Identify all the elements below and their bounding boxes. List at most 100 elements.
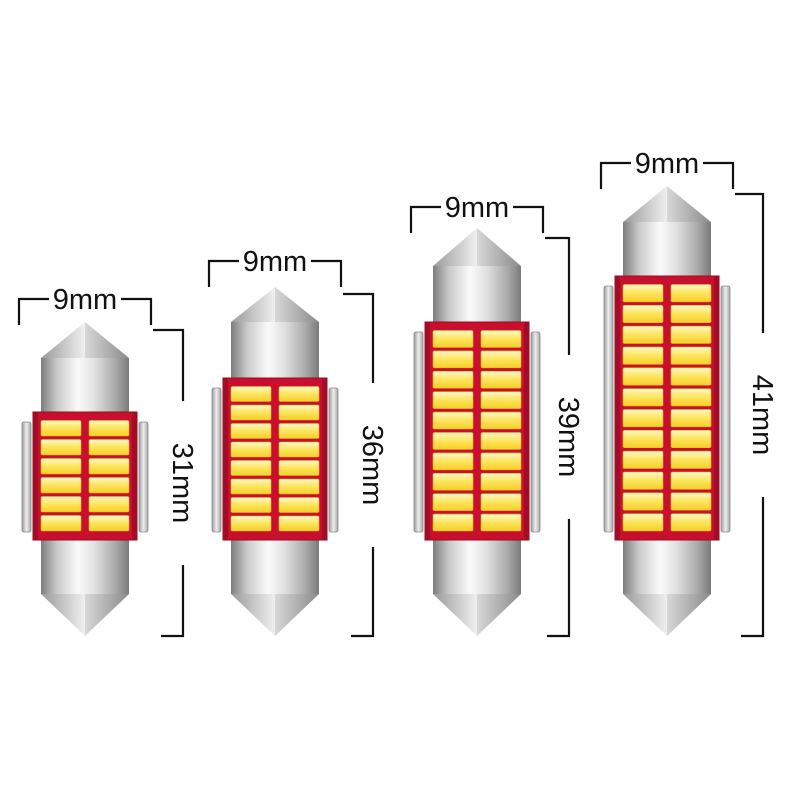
led-chip bbox=[670, 284, 712, 303]
width-bracket-left bbox=[409, 205, 441, 233]
bottom-tip-left bbox=[623, 594, 667, 636]
led-chip bbox=[622, 367, 664, 386]
led-chip bbox=[278, 460, 320, 476]
bottom-tip-left bbox=[433, 594, 477, 636]
width-bracket-left bbox=[207, 259, 239, 287]
led-chip bbox=[88, 515, 130, 532]
clip-left bbox=[21, 421, 32, 533]
led-chip bbox=[622, 284, 664, 303]
width-label: 9mm bbox=[243, 246, 307, 278]
length-bracket-bottom bbox=[161, 565, 185, 638]
led-chip bbox=[432, 472, 474, 491]
led-chip bbox=[670, 409, 712, 428]
led-chip bbox=[622, 325, 664, 344]
led-chip bbox=[480, 391, 522, 409]
width-bracket-left bbox=[17, 297, 49, 325]
width-bracket-right bbox=[513, 205, 545, 233]
length-bracket-bottom bbox=[547, 519, 571, 638]
led-chip bbox=[480, 350, 522, 369]
led-chip bbox=[670, 450, 712, 469]
led-chip bbox=[622, 305, 664, 323]
led-chip bbox=[40, 477, 82, 494]
clip-left bbox=[413, 331, 424, 533]
led-chip bbox=[622, 409, 664, 428]
top-cap bbox=[623, 222, 711, 280]
led-chip bbox=[622, 450, 664, 469]
clip-left bbox=[603, 285, 614, 533]
bottom-cap bbox=[41, 536, 129, 594]
led-chip bbox=[88, 439, 130, 456]
bottom-tip-left bbox=[41, 594, 85, 636]
led-chip bbox=[278, 515, 320, 532]
led-chip bbox=[88, 458, 130, 475]
length-bracket-bottom bbox=[741, 497, 765, 638]
top-tip-left bbox=[41, 322, 85, 358]
led-chip bbox=[278, 423, 320, 439]
led-chip bbox=[278, 386, 320, 402]
pcb-edge-left bbox=[223, 378, 228, 540]
led-chip bbox=[230, 404, 272, 421]
led-chip bbox=[40, 439, 82, 456]
clip-right bbox=[328, 387, 339, 533]
led-chip bbox=[670, 492, 712, 511]
led-chip bbox=[230, 515, 272, 532]
length-label: 31mm bbox=[166, 443, 198, 524]
clip-right bbox=[530, 331, 541, 533]
led-chip bbox=[432, 513, 474, 532]
led-chip bbox=[432, 370, 474, 389]
led-chip bbox=[622, 430, 664, 448]
led-chip bbox=[88, 496, 130, 513]
led-chip bbox=[230, 497, 272, 513]
width-bracket-right bbox=[703, 161, 735, 189]
width-label: 9mm bbox=[635, 148, 699, 180]
top-cap bbox=[433, 266, 521, 326]
led-chip bbox=[670, 325, 712, 344]
led-chip bbox=[480, 330, 522, 348]
clip-left bbox=[211, 387, 222, 533]
led-chip bbox=[480, 452, 522, 471]
led-chip bbox=[230, 478, 272, 495]
pcb-edge-right bbox=[322, 378, 327, 540]
bottom-tip-right bbox=[85, 594, 129, 636]
led-chip bbox=[480, 370, 522, 389]
led-chip bbox=[278, 478, 320, 495]
bottom-tip-right bbox=[477, 594, 521, 636]
led-chip bbox=[230, 386, 272, 402]
clip-right bbox=[138, 421, 149, 533]
top-tip-right bbox=[85, 322, 129, 358]
top-tip-left bbox=[433, 228, 477, 266]
led-chip bbox=[432, 350, 474, 369]
width-label: 9mm bbox=[53, 284, 117, 316]
led-chip bbox=[88, 477, 130, 494]
top-cap bbox=[41, 358, 129, 416]
led-chip bbox=[622, 346, 664, 365]
led-chip bbox=[670, 346, 712, 365]
festoon-bulb-3: 9mm 39mm bbox=[409, 192, 584, 638]
led-chip bbox=[40, 458, 82, 475]
width-label: 9mm bbox=[445, 192, 509, 224]
led-chip bbox=[278, 497, 320, 513]
led-chip bbox=[670, 513, 712, 532]
led-chip bbox=[40, 496, 82, 513]
bottom-tip-right bbox=[275, 594, 319, 636]
led-chip bbox=[432, 330, 474, 348]
width-bracket-left bbox=[599, 161, 631, 189]
top-cap bbox=[231, 322, 319, 382]
bottom-cap bbox=[433, 536, 521, 594]
bottom-tip-left bbox=[231, 594, 275, 636]
bottom-cap bbox=[231, 536, 319, 594]
led-chip bbox=[88, 420, 130, 437]
length-bracket-bottom bbox=[351, 547, 375, 638]
led-chip bbox=[278, 404, 320, 421]
top-tip-right bbox=[275, 287, 319, 322]
length-label: 39mm bbox=[552, 397, 584, 478]
length-label: 41mm bbox=[746, 375, 778, 456]
led-chip bbox=[230, 441, 272, 458]
pcb-edge-left bbox=[425, 322, 430, 540]
led-chip bbox=[480, 493, 522, 511]
pcb-edge-right bbox=[714, 276, 719, 540]
led-chip bbox=[278, 441, 320, 458]
